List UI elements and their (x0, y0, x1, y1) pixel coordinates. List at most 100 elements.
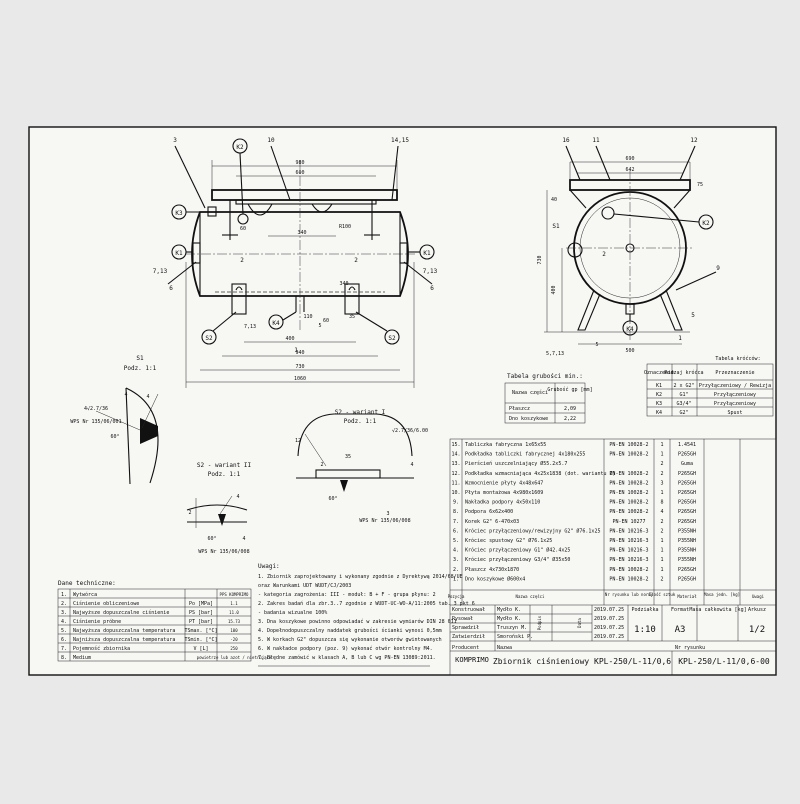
note-line: 5. W korkach G2" dopuszcza się wykonanie… (258, 636, 442, 643)
note-line: 3. Dna koszykowe powinno odpowiadać w za… (258, 618, 457, 625)
tech-label: Wytwórca (73, 591, 97, 598)
tb-name: Smoroński P. (497, 633, 533, 640)
bom-material: P265GH (678, 567, 696, 573)
front-dimension: 60 (240, 226, 246, 232)
bom-pos: 14. (451, 452, 460, 458)
tb-mass-label: Masa całkowita [kg] (689, 607, 746, 613)
section-s2-label: 60° (328, 496, 337, 502)
side-dimension: 5,7,13 (546, 351, 564, 357)
front-dimension: 340 (297, 230, 306, 236)
section-s2-label: 60° (207, 536, 216, 542)
side-dimension: 75 (697, 182, 703, 188)
thickness-part: Dno koszykowe (509, 416, 548, 422)
bom-pos: 2. (453, 567, 459, 573)
thickness-caption: Tabela grubości min.: (507, 373, 583, 380)
bom-header: Uwagi (752, 594, 765, 599)
nozzle-type: G3/4" (676, 401, 691, 407)
bom-material: Guma (681, 461, 693, 467)
front-dimension: 35 (349, 314, 355, 320)
front-dimension: 5 (318, 323, 321, 329)
tb-date: 2019.07.25 (594, 607, 624, 613)
section-title: S2 - wariant II (197, 462, 252, 469)
side-callout: 1 (678, 335, 682, 342)
bom-norm: PN-EN 10028-2 (609, 490, 648, 496)
bom-material: P265GH (678, 500, 696, 506)
bom-qty: 1 (660, 452, 663, 458)
tech-value: 1.1 (230, 601, 238, 606)
front-callout: K1 (423, 250, 431, 257)
thickness-value: 2,09 (564, 406, 576, 412)
nozzle-purpose: Przyłączeniowy (714, 401, 756, 407)
bom-pos: 15. (451, 442, 460, 448)
bom-header: Nazwa części (516, 594, 545, 599)
side-dimension: 642 (625, 167, 634, 173)
bom-header: Pozycja (448, 594, 465, 599)
nozzle-id: K1 (656, 383, 662, 389)
bom-pos: 4. (453, 548, 459, 554)
section-s2-label: WPS Nr 135/06/008 (198, 549, 249, 555)
tb-scale: 1:10 (634, 625, 656, 635)
tech-value: -20 (230, 637, 238, 642)
tech-value: 100 (230, 628, 238, 633)
bom-qty: 2 (660, 471, 663, 477)
tb-producer: KOMPRIMO (455, 656, 489, 664)
tb-format: A3 (675, 625, 686, 635)
bom-pos: 8. (453, 509, 459, 515)
tb-sheet: 1/2 (749, 625, 765, 635)
front-callout: 10 (267, 137, 275, 144)
front-dimension: 110 (303, 314, 312, 320)
bom-material: P265GH (678, 509, 696, 515)
tech-no: 6. (61, 637, 67, 643)
tb-role: Zatwierdził (452, 634, 485, 640)
tech-unit: TSmax. [°C] (184, 628, 217, 634)
thickness-value: 2,22 (564, 416, 576, 422)
bom-qty: 3 (660, 480, 663, 486)
bom-header: Nr rysunku lub normy (605, 592, 654, 597)
bom-qty: 8 (660, 500, 663, 506)
bom-qty: 2 (660, 519, 663, 525)
side-callout: K4 (626, 326, 634, 333)
section-s1-label: WPS Nr 135/06/001 (70, 419, 121, 425)
tb-role: Rysował (452, 616, 473, 622)
bom-material: P355NH (678, 528, 696, 534)
note-line: 7. Błędne zamówić w klasach A, B lub C w… (258, 654, 436, 661)
bom-header: Masa jedn. [kg] (704, 592, 740, 597)
tech-no: 3. (61, 610, 67, 616)
tb-scale-label: Podziałka (631, 607, 658, 613)
tb-name-label: Nazwa (497, 645, 512, 651)
section-s1 (95, 387, 159, 485)
thickness-header: Nazwa części (512, 389, 548, 396)
front-dimension: 7,13 (244, 324, 256, 330)
side-callout: 16 (562, 137, 570, 144)
bom-name: Dno koszykowe Ø600x4 (465, 575, 525, 582)
tb-data: Data (577, 618, 582, 628)
bom-norm: PN-EN 10028-2 (609, 576, 648, 582)
nozzle-type: 2 x G2" (673, 383, 694, 389)
nozzle-table-grid (646, 363, 774, 417)
thickness-part: Płaszcz (509, 406, 530, 412)
tech-label: Pojemność zbiornika (73, 645, 130, 652)
nozzle-purpose: Przyłączeniowy (714, 392, 756, 398)
bom-norm: PN-EN 10216-3 (609, 528, 648, 534)
front-callout: 6 (169, 285, 173, 292)
bom-name: Króciec przyłączeniowy/rewizyjny G2" Ø76… (465, 527, 600, 534)
tb-producer-label: Producent (452, 645, 479, 651)
front-dimension: R100 (339, 224, 351, 230)
tech-label: Najniższa dopuszczalna temperatura (73, 637, 175, 643)
bom-qty: 2 (660, 461, 663, 467)
note-line: 6. W nakładce podpory (poz. 9) wykonać o… (258, 645, 433, 652)
front-callout: 7,13 (153, 268, 168, 275)
note-line: oraz Warunkami UDT WUDT/CJ/2003 (258, 583, 351, 589)
bom-norm: PN-EN 10028-2 (609, 500, 648, 506)
bom-header: Ilość sztuk (649, 592, 676, 597)
section-s1-label: 4 (146, 394, 149, 400)
bom-qty: 1 (660, 490, 663, 496)
section-s1-label: 60° (110, 434, 119, 440)
tb-name: Mydło K. (497, 607, 521, 613)
note-line: - badania wizualne 100% (258, 610, 327, 616)
bom-norm: PN-EN 10028-2 (609, 452, 648, 458)
bom-material: P265GH (678, 519, 696, 525)
notes-caption: Uwagi: (258, 563, 280, 570)
bom-norm: PN-EN 10028-2 (609, 471, 648, 477)
